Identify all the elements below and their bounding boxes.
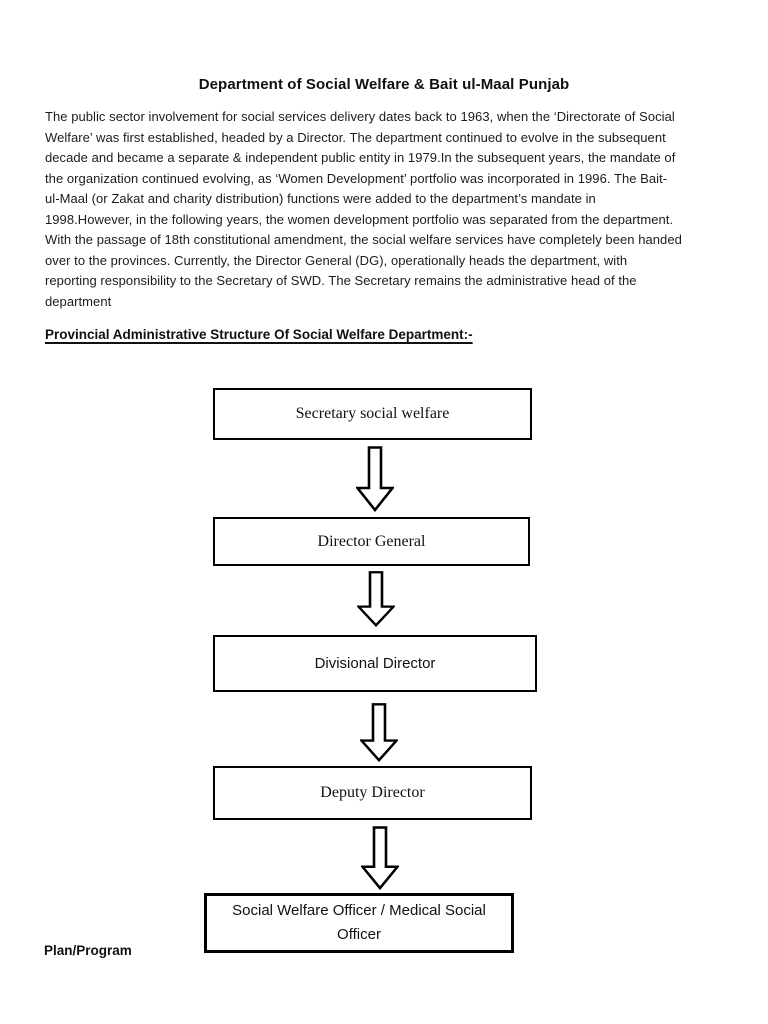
org-node-label: Social Welfare Officer / Medical Social … xyxy=(232,902,486,943)
org-node-divisional-director: Divisional Director xyxy=(213,635,537,692)
intro-paragraph: The public sector involvement for social… xyxy=(45,109,682,309)
org-node-label: Director General xyxy=(317,532,426,550)
org-node-label: Divisional Director xyxy=(314,655,436,672)
section-heading-text: Provincial Administrative Structure Of S… xyxy=(45,327,473,342)
org-node-label: Deputy Director xyxy=(320,784,425,801)
down-arrow-icon xyxy=(357,571,395,627)
down-arrow-icon xyxy=(356,446,394,512)
org-node-director-general: Director General xyxy=(213,517,530,566)
org-node-social-welfare-officer: Social Welfare Officer / Medical Social … xyxy=(204,893,514,953)
org-node-secretary-social-welfare: Secretary social welfare xyxy=(213,388,532,440)
section-heading: Provincial Administrative Structure Of S… xyxy=(45,327,473,342)
down-arrow-icon xyxy=(360,703,398,762)
down-arrow-icon xyxy=(361,826,399,890)
org-node-deputy-director: Deputy Director xyxy=(213,766,532,820)
org-node-label: Secretary social welfare xyxy=(295,405,450,422)
footer-label: Plan/Program xyxy=(44,943,132,958)
document-title: Department of Social Welfare & Bait ul-M… xyxy=(198,76,570,93)
